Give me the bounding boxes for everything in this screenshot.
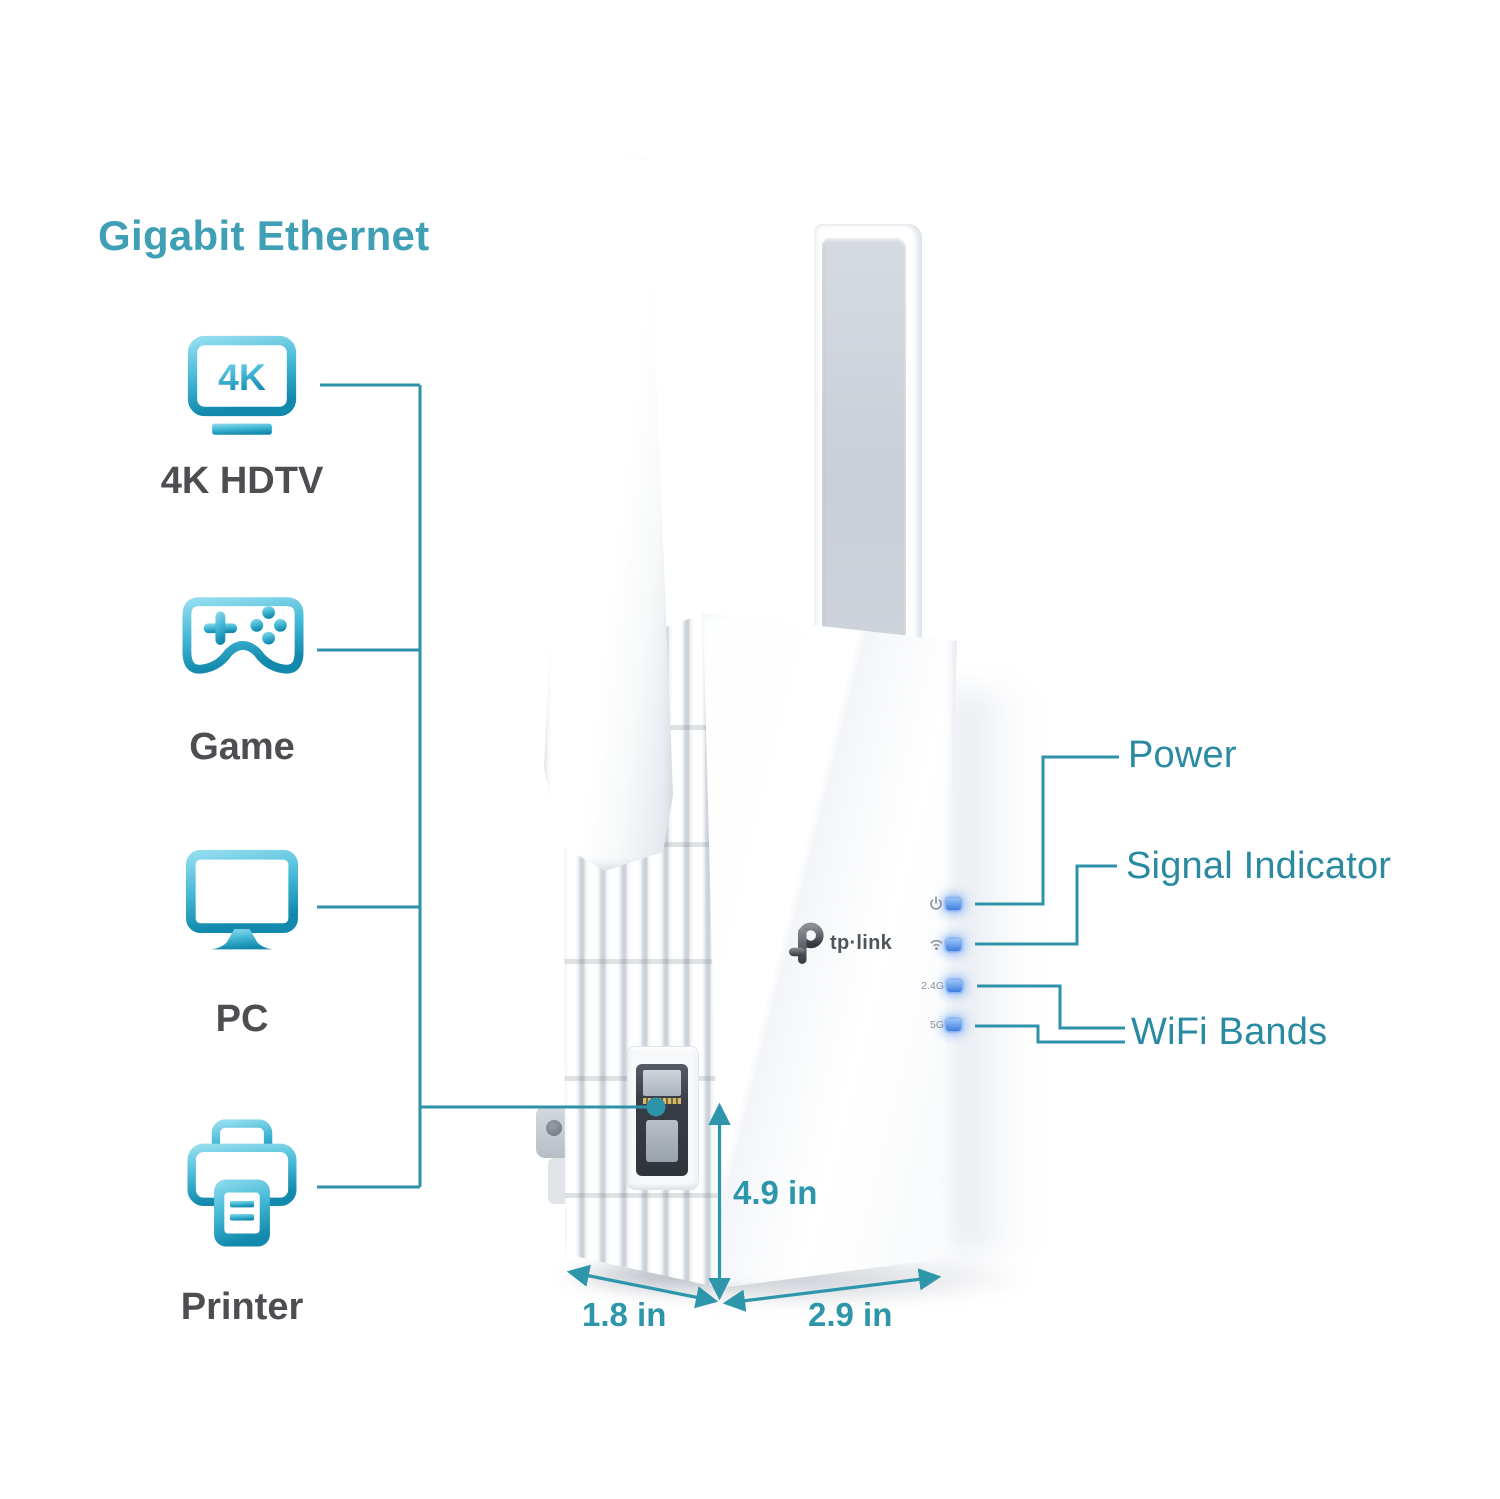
wifi-icon [930,940,943,950]
callout-power: Power [1128,734,1237,776]
page-title: Gigabit Ethernet [98,212,430,259]
callout-wifi-bands: WiFi Bands [1131,1011,1328,1053]
left-antenna [544,158,673,871]
power-led [946,898,961,910]
band-5g-label: 5G [929,1019,944,1031]
tv-4k-badge: 4K [218,356,266,398]
signal-led [946,939,961,951]
right-antenna [814,224,922,644]
caption-pc: PC [215,998,269,1040]
device-front-panel [703,613,957,1288]
device-side-shadow [950,690,1045,1255]
caption-game: Game [189,726,295,768]
ethernet-port-pins [643,1098,681,1104]
monitor-icon [186,849,298,950]
tp-link-logo-icon [789,922,824,964]
right-antenna-panel [822,238,906,644]
power-icon [930,896,942,910]
printer-icon [187,1119,297,1247]
plug-screw [546,1120,562,1136]
brand-logo: tp·link [789,921,892,965]
tv-4k-icon: 4K [187,335,297,435]
caption-4k-hdtv: 4K HDTV [160,460,324,502]
caption-printer: Printer [180,1286,304,1328]
gamepad-icon [182,597,304,674]
band-5g-led [946,1019,961,1031]
ethernet-port-clip [643,1070,681,1096]
band-2-4g-label: 2.4G [921,980,944,992]
dimension-depth: 1.8 in [582,1296,667,1333]
dimension-height: 4.9 in [733,1174,818,1211]
brand-logo-text: tp·link [830,931,893,954]
band-2-4g-led [947,980,962,992]
dimension-width: 2.9 in [808,1296,893,1333]
callout-signal-indicator: Signal Indicator [1126,845,1392,887]
ethernet-port-connector [646,1120,678,1162]
